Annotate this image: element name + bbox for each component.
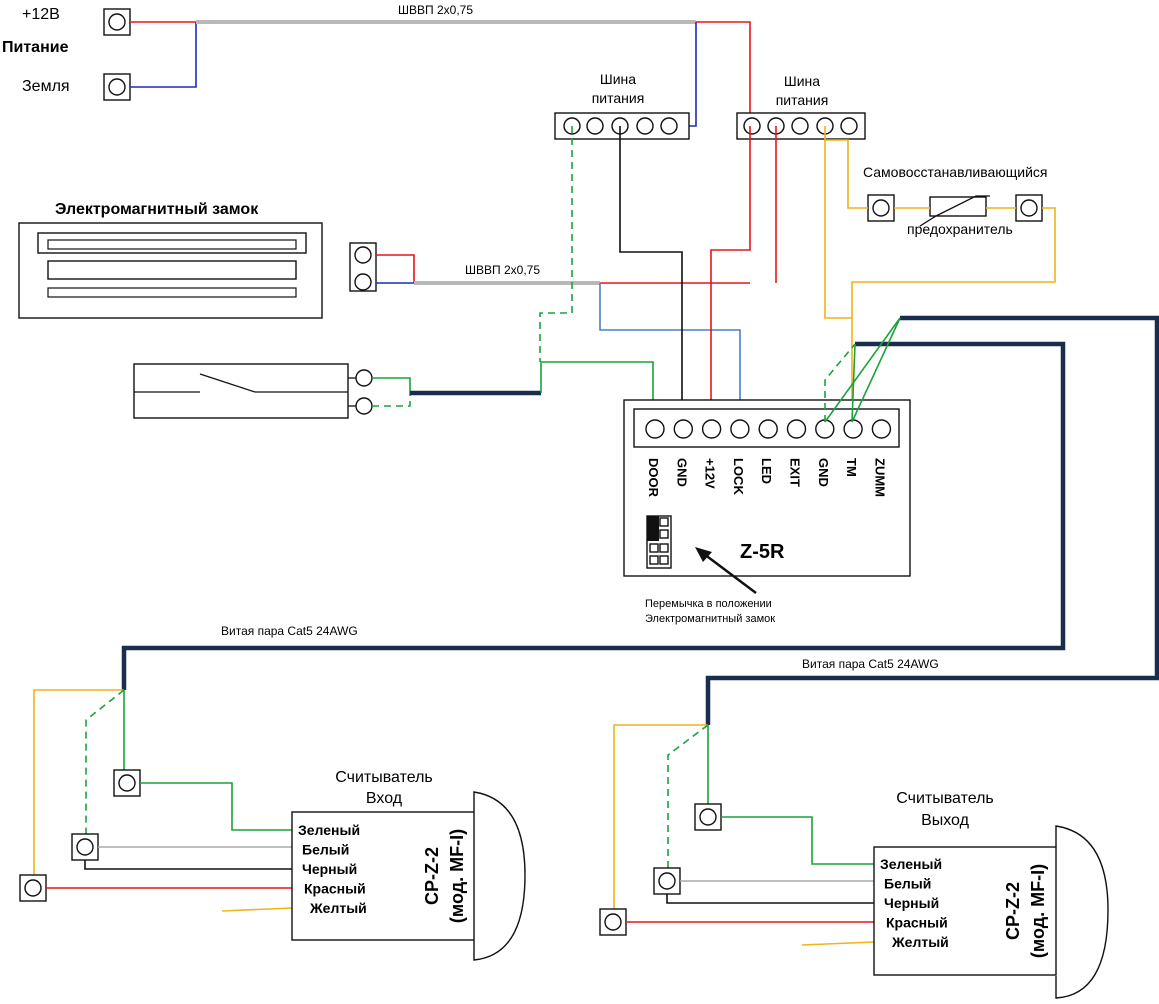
reader-wire-label: Желтый — [891, 934, 949, 950]
controller-terminal — [701, 419, 722, 439]
reader-in: Считыватель Вход ЗеленыйБелыйЧерныйКрасн… — [291, 769, 526, 961]
controller-terminal — [645, 419, 665, 439]
bus-right-line2: питания — [776, 92, 829, 108]
shvvp-top-label: ШВВП 2х0,75 — [398, 3, 473, 17]
controller-terminal-label: TM — [844, 458, 859, 477]
twisted-right-label: Витая пара Cat5 24AWG — [802, 657, 939, 671]
controller-terminal — [730, 419, 750, 439]
jumper-note-line1: Перемычка в положении — [645, 598, 772, 610]
jumper-note-line2: Электромагнитный замок — [645, 613, 775, 625]
reader-out-title2: Выход — [921, 812, 970, 829]
controller-terminal-label: LOCK — [731, 458, 746, 495]
power-bus-right: Шина питания — [736, 73, 866, 140]
controller-terminal — [871, 419, 892, 439]
reader-wire-label: Белый — [884, 876, 931, 892]
controller-terminal-label: +12V — [703, 458, 718, 489]
fuse-line1: Самовосстанавливающийся — [863, 164, 1048, 180]
controller-name: Z-5R — [740, 541, 785, 563]
exit-button — [133, 363, 373, 419]
controller-terminal-label: GND — [816, 458, 831, 487]
reader-wire-label: Красный — [886, 915, 948, 931]
controller-terminals: DOOR GND +12V LOCK LED EXIT GND TM ZUMM — [645, 419, 892, 498]
bus-left-line1: Шина — [600, 71, 636, 87]
reader-wire-label: Красный — [304, 881, 366, 897]
fuse-line2: предохранитель — [907, 221, 1013, 237]
power-input: +12В Питание Земля — [2, 6, 131, 101]
reader-out: Считыватель Выход ЗеленыйБелыйЧерныйКрас… — [873, 790, 1109, 999]
reader-wire-label: Зеленый — [880, 856, 942, 872]
reader-out-model1: CP-Z-2 — [1003, 882, 1023, 940]
controller-terminal-label: DOOR — [646, 458, 661, 498]
controller-terminal — [843, 419, 863, 439]
twisted-left-label: Витая пара Cat5 24AWG — [221, 624, 358, 638]
reader-in-model2: (мод. MF-I) — [447, 829, 467, 923]
controller-terminal-label: GND — [674, 458, 689, 487]
controller-terminal — [758, 419, 778, 439]
plus12-label: +12В — [22, 6, 60, 23]
reader-wire-label: Зеленый — [298, 822, 360, 838]
reader-in-title1: Считыватель — [335, 769, 433, 786]
controller-terminal-label: ZUMM — [872, 458, 887, 497]
reader-wire-label: Белый — [302, 842, 349, 858]
reader-out-model2: (мод. MF-I) — [1028, 864, 1048, 958]
controller-terminal-label: EXIT — [788, 458, 803, 487]
controller-terminal — [673, 419, 693, 439]
controller-terminal-label: LED — [759, 458, 774, 484]
reader-wire-label: Черный — [884, 895, 939, 911]
controller-terminal — [786, 419, 807, 439]
lock-title: Электромагнитный замок — [55, 201, 259, 218]
electromagnetic-lock: Электромагнитный замок — [18, 201, 377, 319]
ground-label: Земля — [22, 78, 70, 95]
reader-in-title2: Вход — [366, 790, 403, 807]
power-bus-left: Шина питания — [554, 71, 690, 140]
bus-right-line1: Шина — [784, 73, 820, 89]
reader-in-model1: CP-Z-2 — [422, 847, 442, 905]
fuse: Самовосстанавливающийся предохранитель — [863, 164, 1048, 237]
controller-terminal — [815, 419, 835, 439]
power-title: Питание — [2, 39, 69, 56]
shvvp-lock-label: ШВВП 2х0,75 — [465, 263, 540, 277]
reader-out-title1: Считыватель — [896, 790, 994, 807]
reader-wire-label: Желтый — [309, 900, 367, 916]
bus-left-line2: питания — [592, 90, 645, 106]
controller-z5r: DOOR GND +12V LOCK LED EXIT GND TM ZUMM Z-5R Пер… — [623, 399, 911, 625]
reader-wire-label: Черный — [302, 861, 357, 877]
